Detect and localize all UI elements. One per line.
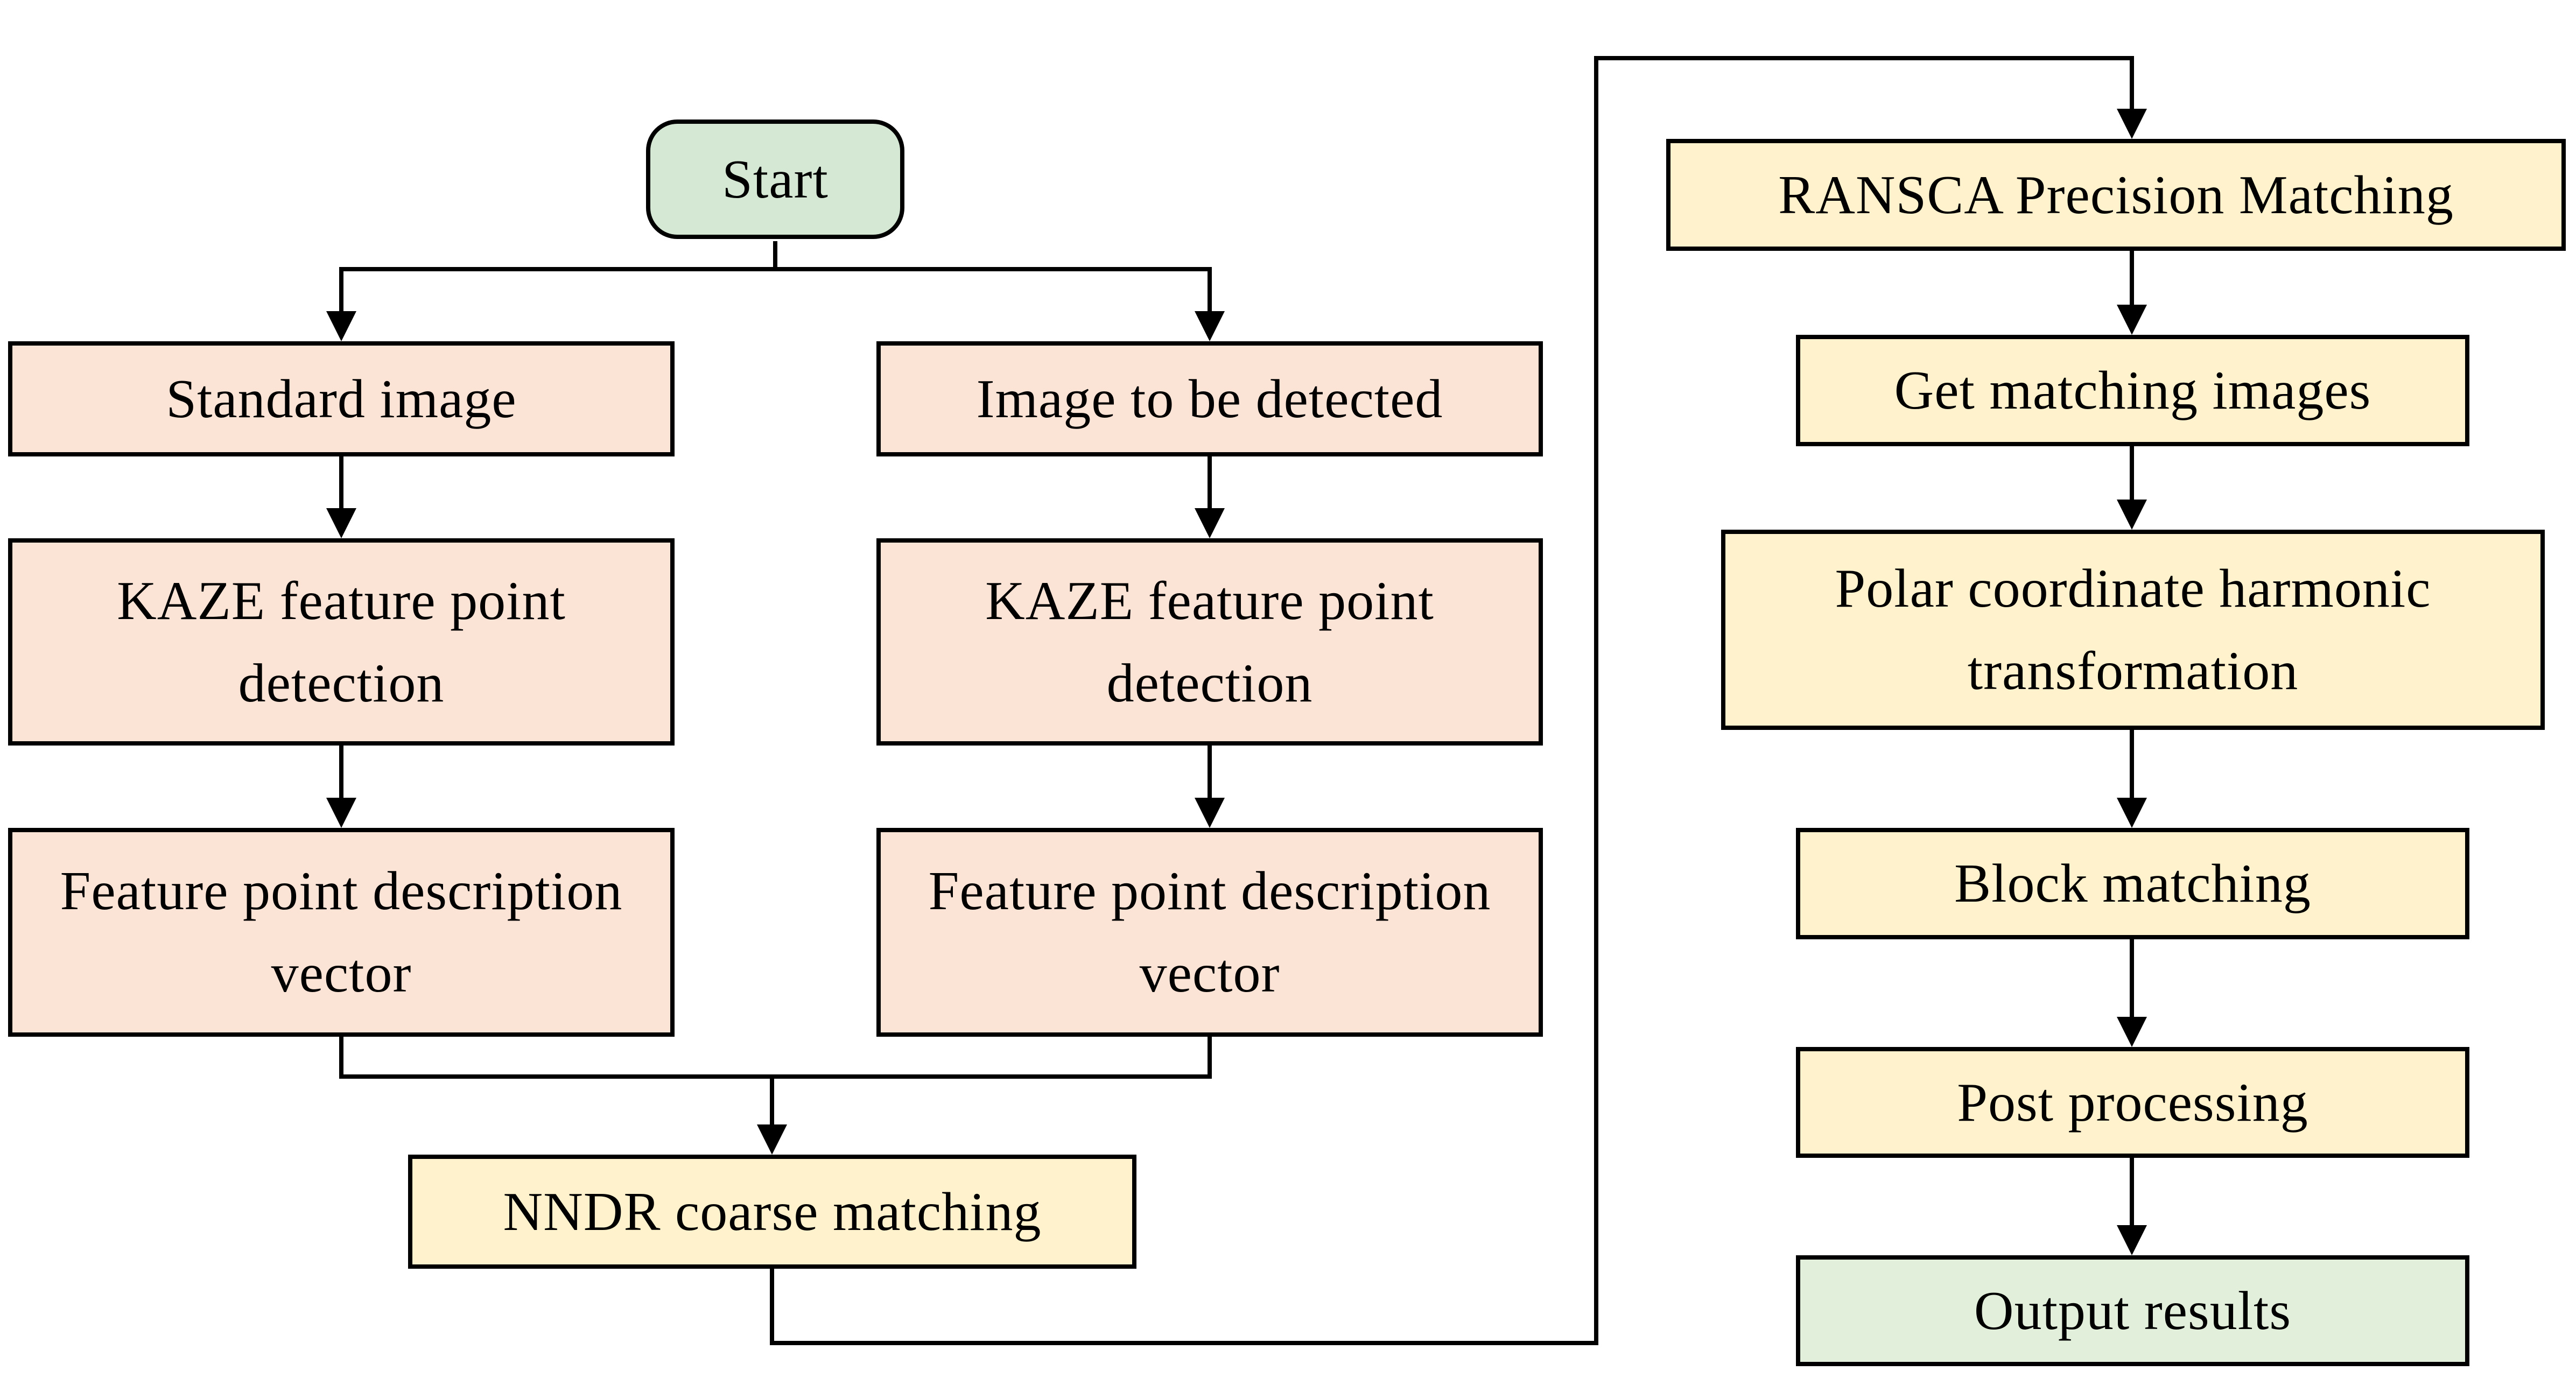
node-start: Start — [646, 119, 904, 239]
node-post-processing: Post processing — [1796, 1047, 2469, 1158]
node-block-matching: Block matching — [1796, 828, 2469, 939]
node-kaze-feature-point-detection-left: KAZE feature point detection — [8, 538, 675, 746]
edge-start-to-image-to-be-detected — [773, 241, 1225, 341]
node-kaze-feature-point-detection-right: KAZE feature point detection — [876, 538, 1543, 746]
node-image-to-be-detected: Image to be detected — [876, 341, 1543, 456]
node-feature-point-description-vector-right: Feature point description vector — [876, 828, 1543, 1037]
node-nndr-coarse-matching: NNDR coarse matching — [408, 1155, 1136, 1269]
node-standard-image: Standard image — [8, 341, 675, 456]
node-polar-coordinate-harmonic-transformation: Polar coordinate harmonic transformation — [1721, 530, 2545, 730]
edge-nndr-to-ransca — [770, 56, 2147, 1345]
edge-start-to-standard-image — [326, 241, 777, 341]
node-ransca-precision-matching: RANSCA Precision Matching — [1666, 139, 2566, 251]
node-output-results: Output results — [1796, 1255, 2469, 1366]
edge-desc-right-merge — [772, 1037, 1212, 1079]
edge-desc-left-merge — [339, 1037, 772, 1079]
node-get-matching-images: Get matching images — [1796, 335, 2469, 446]
node-feature-point-description-vector-left: Feature point description vector — [8, 828, 675, 1037]
